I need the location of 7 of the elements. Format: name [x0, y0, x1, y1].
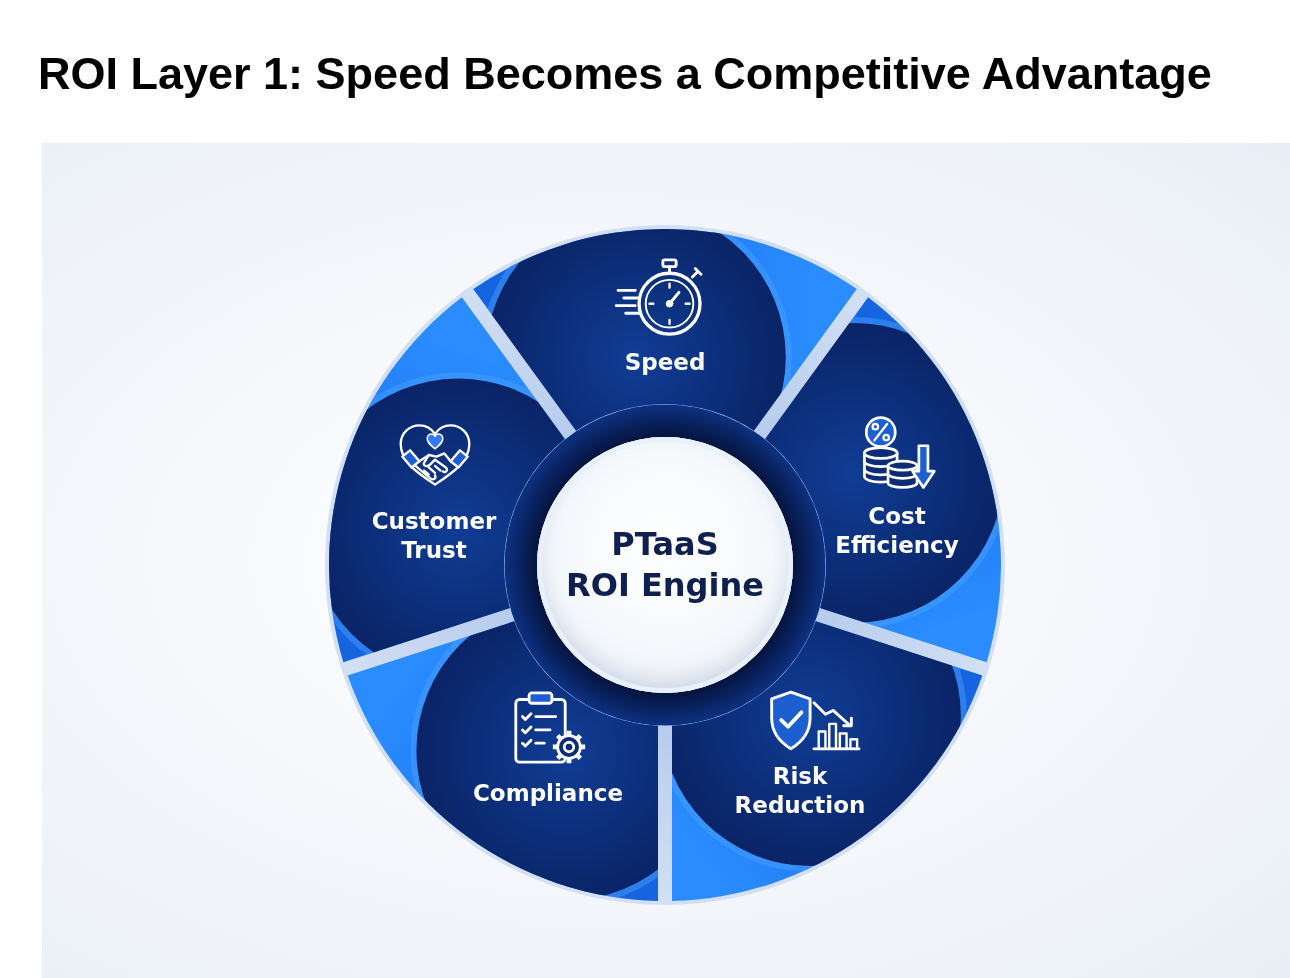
- segment-label: Customer Trust: [371, 507, 497, 565]
- segment-label: Risk Reduction: [734, 762, 866, 820]
- hub-label: PTaaS ROI Engine: [566, 524, 764, 606]
- segment-label: Compliance: [473, 778, 623, 808]
- title: ROI Layer 1: Speed Becomes a Competitive Advantage: [38, 48, 1212, 100]
- segment-label: Cost Efficiency: [835, 502, 959, 560]
- segment-label: Speed: [624, 347, 706, 377]
